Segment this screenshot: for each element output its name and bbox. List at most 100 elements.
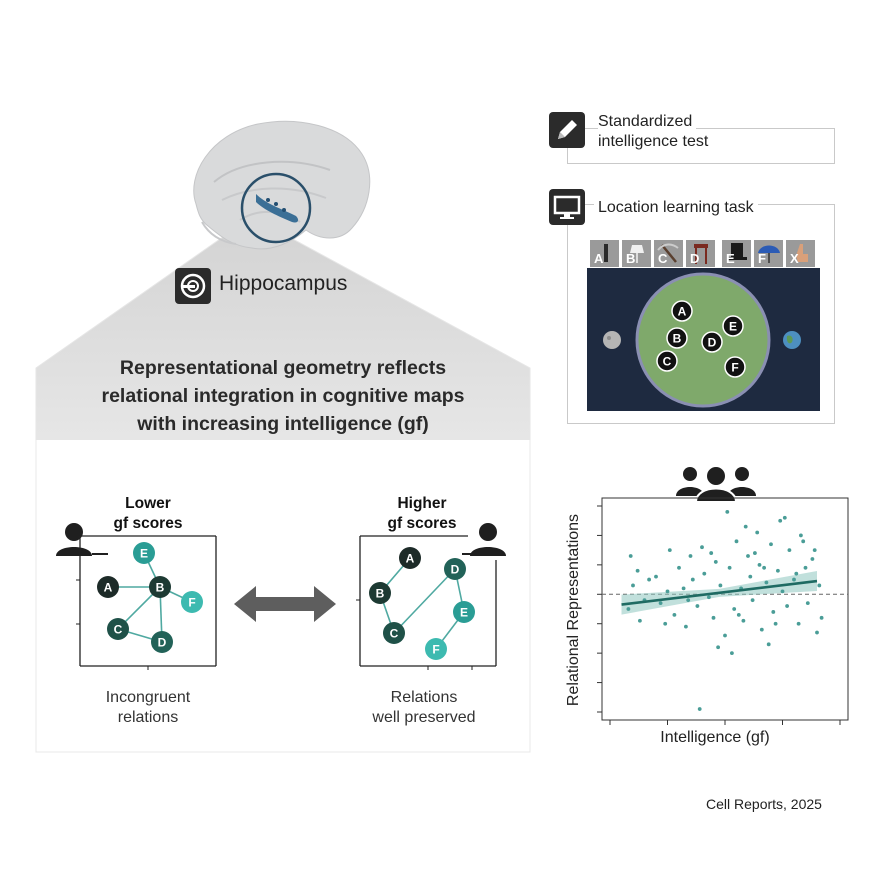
higher-caption-1: Relations bbox=[390, 689, 458, 706]
scatter-point bbox=[690, 577, 695, 582]
group-people-icon bbox=[676, 465, 756, 503]
strip-letter: A bbox=[594, 251, 604, 266]
scatter-point bbox=[663, 621, 668, 626]
scatter-point bbox=[778, 518, 783, 523]
node-label: C bbox=[390, 627, 399, 641]
trend-line bbox=[621, 579, 818, 606]
node-label: B bbox=[376, 587, 385, 601]
scatter-point bbox=[709, 551, 714, 555]
scatter-point bbox=[716, 645, 720, 650]
scatter-point bbox=[787, 548, 792, 553]
scatter-point bbox=[727, 565, 732, 570]
node-label: E bbox=[140, 547, 148, 561]
object-lamp-icon: B bbox=[622, 240, 651, 267]
scatter-point bbox=[796, 621, 801, 626]
lower-graph-title-1: Lower bbox=[125, 495, 171, 512]
y-axis-label: Relational Representations bbox=[565, 514, 582, 706]
strip-letter: C bbox=[658, 251, 668, 266]
strip-letter: X bbox=[790, 251, 799, 266]
scatter-point bbox=[753, 551, 757, 555]
scatter-point bbox=[732, 607, 737, 611]
lower-graph-node-a: A bbox=[97, 576, 119, 598]
scatter-point bbox=[773, 621, 778, 626]
lower-graph-node-b: B bbox=[149, 576, 171, 598]
scatter-point bbox=[762, 565, 766, 570]
arena-marker-d: D bbox=[701, 331, 723, 353]
scatter-point bbox=[684, 624, 688, 629]
scatter-point bbox=[759, 627, 764, 632]
scatter-point bbox=[711, 615, 716, 620]
citation: Cell Reports, 2025 bbox=[706, 796, 822, 812]
lower-caption-2: relations bbox=[117, 709, 179, 726]
hippocampus-highlight-circle bbox=[240, 172, 312, 244]
scatter-point bbox=[658, 601, 663, 606]
scatter-point bbox=[803, 565, 808, 570]
lower-graph-node-f: F bbox=[181, 591, 203, 613]
object-hand-icon: X bbox=[786, 240, 815, 267]
scatter-point bbox=[681, 586, 686, 591]
arena-marker-a: A bbox=[671, 300, 693, 322]
arena-letter: E bbox=[729, 320, 737, 334]
y-axis-ticks bbox=[597, 505, 602, 713]
scatter-chart: Relational Representations Intelligence … bbox=[565, 497, 849, 746]
node-label: F bbox=[432, 643, 439, 657]
test-label-2: intelligence test bbox=[598, 133, 709, 150]
node-label: A bbox=[406, 552, 415, 566]
scatter-point bbox=[695, 604, 700, 608]
scatter-point bbox=[688, 554, 693, 558]
scatter-point bbox=[686, 598, 691, 603]
hippocampus-label: Hippocampus bbox=[219, 272, 348, 295]
strip-letter: E bbox=[726, 251, 735, 266]
scatter-point bbox=[736, 612, 741, 617]
higher-caption-2: well preserved bbox=[372, 709, 476, 726]
scatter-point bbox=[757, 562, 762, 567]
lower-caption-1: Incongruent bbox=[105, 689, 191, 706]
scatter-point bbox=[776, 568, 780, 573]
scatter-point bbox=[769, 542, 773, 547]
scatter-point bbox=[734, 539, 739, 544]
higher-gf-graph: A B C D E F bbox=[356, 523, 506, 670]
node-label: B bbox=[156, 581, 165, 595]
x-axis-label: Intelligence (gf) bbox=[660, 729, 769, 746]
higher-graph-node-e: E bbox=[453, 601, 475, 623]
strip-letter: D bbox=[690, 251, 700, 266]
lower-graph-title-2: gf scores bbox=[113, 515, 183, 532]
lower-graph-node-e: E bbox=[133, 542, 155, 564]
scatter-point bbox=[750, 598, 755, 603]
x-axis-ticks bbox=[609, 720, 841, 725]
headline-line-3: with increasing intelligence (gf) bbox=[137, 413, 429, 435]
scatter-point bbox=[785, 604, 789, 608]
higher-graph-node-c: C bbox=[383, 622, 405, 644]
double-arrow-icon bbox=[234, 586, 336, 622]
lower-graph-node-c: C bbox=[107, 618, 129, 640]
scatter-point bbox=[723, 633, 727, 638]
scatter-point bbox=[667, 548, 672, 553]
object-stool-icon: D bbox=[686, 240, 715, 267]
scatter-point bbox=[819, 615, 824, 620]
brain-illustration bbox=[193, 120, 371, 250]
scatter-point bbox=[810, 557, 815, 561]
person-icon bbox=[56, 523, 92, 556]
arena-letter: F bbox=[731, 361, 738, 375]
scatter-point bbox=[672, 612, 677, 617]
scatter-point bbox=[677, 565, 681, 570]
higher-graph-title-1: Higher bbox=[397, 495, 447, 512]
scatter-point bbox=[748, 574, 753, 579]
scatter-point bbox=[730, 651, 734, 656]
scatter-point bbox=[707, 595, 711, 600]
object-hat-icon: E bbox=[722, 240, 751, 267]
headline-line-2: relational integration in cognitive maps bbox=[101, 385, 465, 407]
scatter-point bbox=[718, 583, 723, 588]
strip-letter: B bbox=[626, 251, 636, 266]
node-label: D bbox=[451, 563, 460, 577]
arena-marker-f: F bbox=[724, 356, 746, 378]
arena-letter: B bbox=[673, 332, 682, 346]
lower-gf-graph: E A B F C D bbox=[56, 523, 217, 670]
monitor-icon bbox=[549, 189, 585, 225]
higher-graph-node-d: D bbox=[444, 558, 466, 580]
arena-marker-c: C bbox=[656, 350, 678, 372]
scatter-point bbox=[805, 601, 810, 606]
scatter-point bbox=[764, 580, 769, 585]
higher-graph-title-2: gf scores bbox=[387, 515, 457, 532]
lower-graph-node-d: D bbox=[151, 631, 173, 653]
